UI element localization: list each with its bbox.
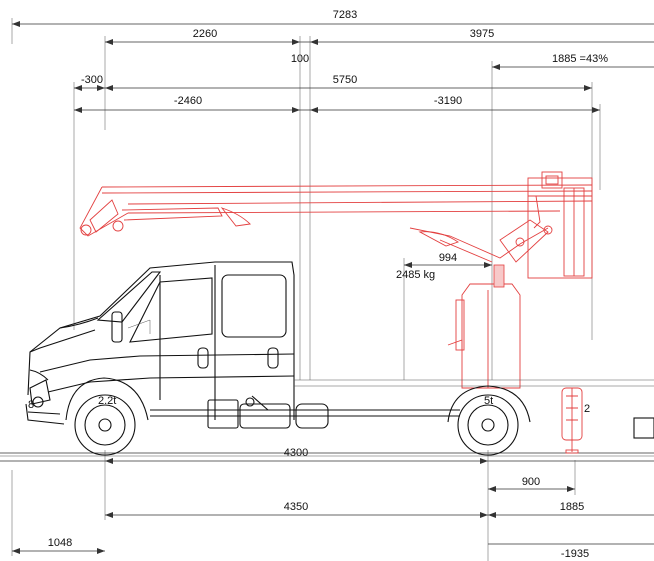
main-boom [79, 184, 593, 237]
dim-outreach-percent: 1885 =43% [552, 53, 608, 65]
dim-boom-front: -2460 [174, 95, 202, 107]
rear-wheel [447, 385, 531, 456]
cab [25, 261, 295, 425]
dim-outrigger-offset: 900 [522, 476, 540, 488]
front-axle-load-label: 2.2t [98, 395, 116, 407]
ground-line [0, 452, 654, 457]
dim-basket-offset: 994 [439, 252, 457, 264]
platform-weight-label: 2485 kg [396, 269, 435, 281]
dim-front-overhang: 1048 [48, 537, 72, 549]
dim-turntable-offset: 100 [291, 53, 309, 65]
outrigger [561, 387, 583, 454]
rear-axle-load-label: 5t [484, 395, 493, 407]
dim-front-to-turntable: 2260 [193, 28, 217, 40]
dimension-lines: 7283 2260 3975 100 1885 =43% -300 5750 [0, 9, 654, 561]
load-labels: 2485 kg 2.2t 5t 8 2 [28, 269, 590, 415]
dim-boom-rear: -3190 [434, 95, 462, 107]
front-wheel [65, 377, 149, 456]
aerial-lift [79, 171, 593, 389]
dim-outrigger-span-front: 4350 [284, 501, 308, 513]
dim-outrigger-span-rear: 1885 [560, 501, 584, 513]
outrigger-marker: 2 [584, 403, 590, 415]
dim-boom-length: 5750 [333, 74, 357, 86]
basket [527, 171, 593, 279]
turret-column [447, 264, 521, 389]
chassis [150, 379, 654, 439]
dim-rear-offset: -1935 [561, 548, 589, 560]
lower-arm [409, 219, 553, 263]
dim-turntable-to-rear: 3975 [470, 28, 494, 40]
truck [25, 261, 654, 456]
dim-overall-length: 7283 [333, 9, 357, 21]
dim-front-offset: -300 [81, 74, 103, 86]
front-wheel-marker: 8 [28, 399, 34, 411]
